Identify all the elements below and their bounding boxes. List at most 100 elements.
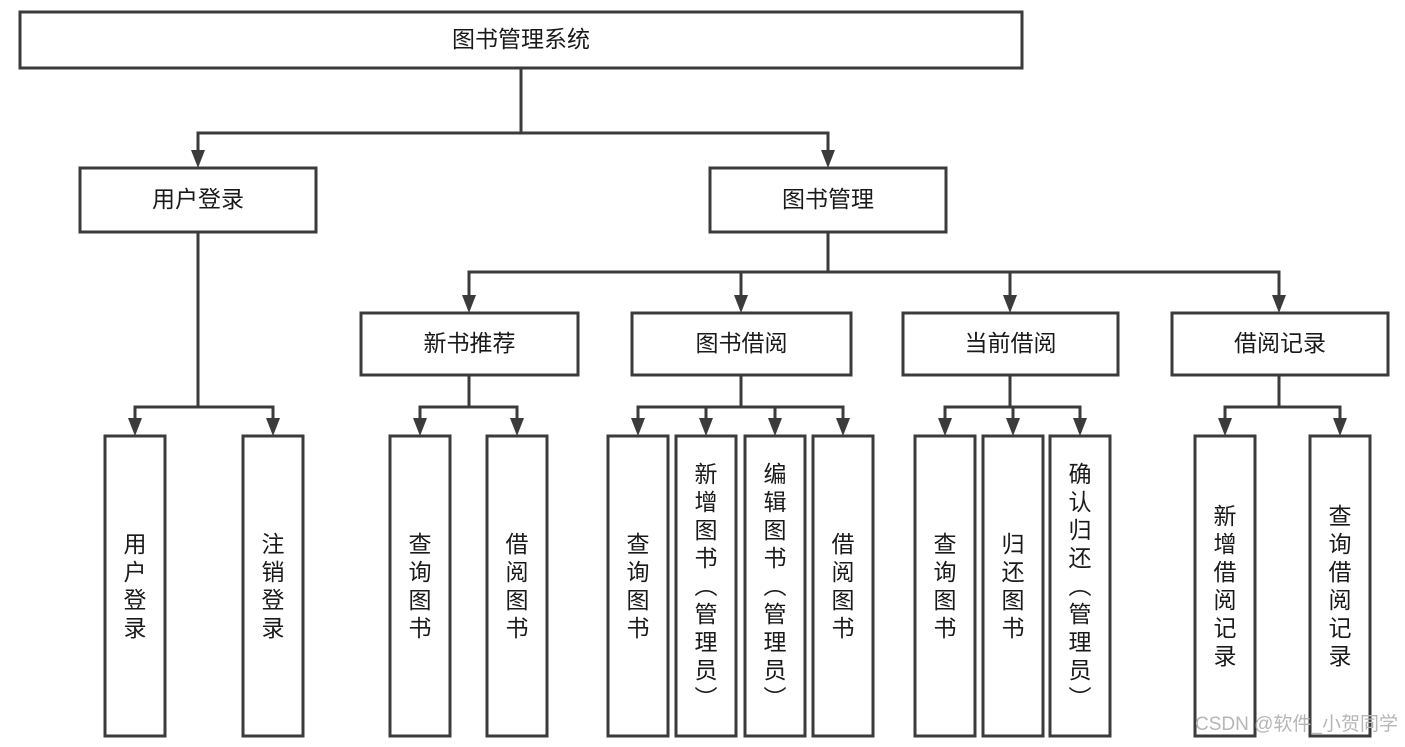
arrow-head-icon [266,418,280,436]
node-label: 借阅记录 [1234,330,1326,356]
node-box[interactable] [901,311,1120,377]
arrow-head-icon [631,418,645,436]
connector-line [467,375,519,418]
node-leaf-record-query[interactable]: 查询借阅记录 [1308,434,1372,738]
node-box[interactable] [1308,434,1372,738]
node-leaf-current-return-book[interactable]: 归还图书 [981,434,1045,738]
node-leaf-borrow-query-book[interactable]: 查询图书 [606,434,670,738]
node-leaf-user-logout[interactable]: 注销登录 [241,434,305,738]
arrow-head-icon [938,418,952,436]
connector-leaf-record-query [1277,375,1347,436]
connector-line [826,232,1012,295]
arrow-head-icon [1003,295,1017,313]
arrow-head-icon [1073,418,1087,436]
arrow-head-icon [821,150,835,168]
connector-line [704,375,743,418]
edges-layer [128,68,1347,436]
connector-line [519,68,830,150]
node-leaf-borrow-borrow-book[interactable]: 借阅图书 [811,434,875,738]
node-box[interactable] [18,10,1024,70]
connector-book-borrow [734,232,830,313]
node-box[interactable] [485,434,549,738]
node-box[interactable] [606,434,670,738]
connector-leaf-rec-borrow-book [467,375,524,436]
node-leaf-borrow-add-book[interactable]: 新增图书︵管理员︶ [674,434,738,738]
node-label: 借阅图书 [506,531,529,641]
connector-leaf-user-login [128,232,200,436]
connector-line [826,232,1281,295]
node-label: 新增借阅记录 [1214,503,1237,669]
arrow-head-icon [836,418,850,436]
node-label: 新书推荐 [424,330,516,356]
node-book-borrow[interactable]: 图书借阅 [630,311,853,377]
node-box[interactable] [708,166,948,234]
node-label: 查询图书 [627,531,650,641]
node-box[interactable] [359,311,580,377]
connector-line [196,232,275,418]
arrow-head-icon [1218,418,1232,436]
node-leaf-borrow-edit-book[interactable]: 编辑图书︵管理员︶ [743,434,807,738]
node-leaf-record-add[interactable]: 新增借阅记录 [1193,434,1257,738]
arrow-head-icon [1333,418,1347,436]
node-box[interactable] [674,434,738,738]
node-borrow-record[interactable]: 借阅记录 [1170,311,1390,377]
node-label: 查询图书 [409,531,432,641]
node-leaf-rec-query-book[interactable]: 查询图书 [388,434,452,738]
connector-leaf-borrow-add-book [699,375,743,436]
node-leaf-current-confirm-return[interactable]: 确认归还︵管理员︶ [1048,434,1112,738]
node-label: 新增图书︵管理员︶ [695,461,718,711]
node-root[interactable]: 图书管理系统 [18,10,1024,70]
node-label: 查询图书 [934,531,957,641]
arrow-head-icon [734,295,748,313]
connector-user-login [191,68,523,168]
connector-line [467,232,830,295]
connector-leaf-borrow-borrow-book [739,375,850,436]
connector-line [133,232,200,418]
nodes-layer: 图书管理系统用户登录图书管理新书推荐图书借阅当前借阅借阅记录用户登录注销登录查询… [18,10,1390,738]
arrow-head-icon [462,295,476,313]
node-box[interactable] [241,434,305,738]
connector-line [739,375,845,418]
arrow-head-icon [1272,295,1286,313]
node-box[interactable] [811,434,875,738]
node-label: 用户登录 [152,186,244,212]
node-label: 编辑图书︵管理员︶ [764,461,787,711]
node-label: 图书借阅 [696,330,788,356]
connector-borrow-record [826,232,1286,313]
node-box[interactable] [743,434,807,738]
arrow-head-icon [1006,418,1020,436]
node-label: 注销登录 [262,531,285,641]
connector-leaf-rec-query-book [413,375,471,436]
node-box[interactable] [1193,434,1257,738]
node-leaf-user-login[interactable]: 用户登录 [103,434,167,738]
node-box[interactable] [1170,311,1390,377]
node-leaf-rec-borrow-book[interactable]: 借阅图书 [485,434,549,738]
watermark-label: CSDN @软件_小贺同学 [1195,713,1398,735]
node-label: 借阅图书 [832,531,855,641]
node-leaf-current-query-book[interactable]: 查询图书 [913,434,977,738]
arrow-head-icon [699,418,713,436]
connector-line [196,68,523,150]
node-new-book-recommend[interactable]: 新书推荐 [359,311,580,377]
node-box[interactable] [913,434,977,738]
arrow-head-icon [128,418,142,436]
arrow-head-icon [413,418,427,436]
connector-line [1008,375,1082,418]
connector-leaf-user-logout [196,232,280,436]
connector-line [943,375,1012,418]
node-label: 当前借阅 [965,330,1057,356]
node-box[interactable] [630,311,853,377]
node-box[interactable] [388,434,452,738]
node-box[interactable] [103,434,167,738]
arrow-head-icon [191,150,205,168]
connector-leaf-record-add [1218,375,1281,436]
node-label: 图书管理 [782,186,874,212]
node-box[interactable] [981,434,1045,738]
node-current-borrow[interactable]: 当前借阅 [901,311,1120,377]
node-box[interactable] [1048,434,1112,738]
node-book-management[interactable]: 图书管理 [708,166,948,234]
connector-book-management [519,68,835,168]
node-user-login[interactable]: 用户登录 [78,166,318,234]
node-box[interactable] [78,166,318,234]
